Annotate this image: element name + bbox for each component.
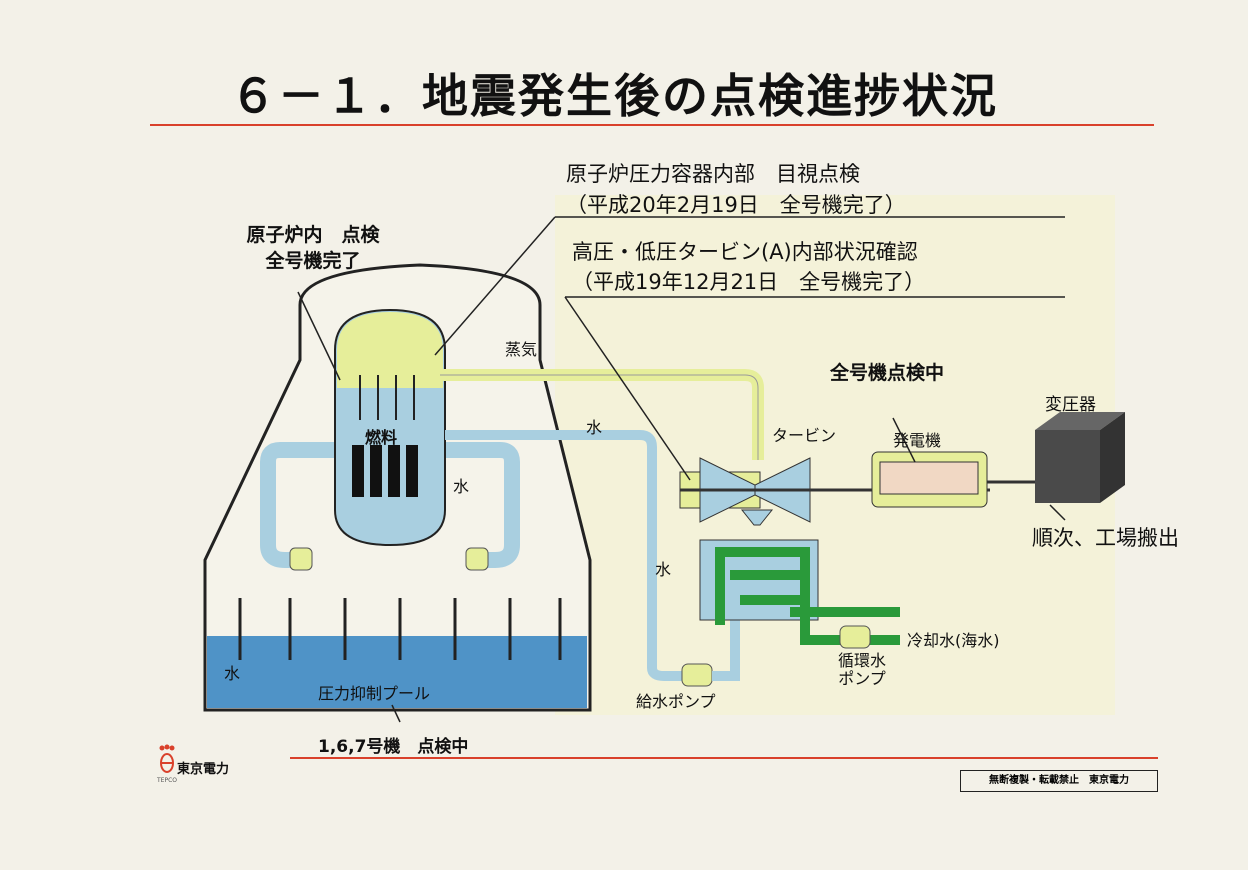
suppression-pool-water (207, 636, 587, 708)
circulating-water-pump (839, 625, 871, 649)
condenser-tubes (715, 547, 810, 625)
recirc-pump-left (289, 547, 313, 571)
feedwater-riser (712, 620, 740, 681)
recirc-loop-left (260, 442, 345, 568)
steam-separators (359, 375, 415, 420)
footer-underline (290, 757, 1158, 759)
company-logo: 東京電力 TEPCO (155, 744, 265, 784)
title-underline (150, 124, 1154, 126)
feedwater-pump-label: 給水ポンプ (636, 692, 716, 711)
recirc-pump-right (465, 547, 489, 571)
turbine-label: タービン (772, 426, 837, 445)
company-abbrev: TEPCO (157, 777, 177, 784)
transformer-front (1035, 430, 1100, 503)
suppression-pool-label: 圧力抑制プール (318, 684, 431, 703)
exhaust-hood (740, 509, 774, 526)
transformer-label: 変圧器 (1045, 395, 1096, 415)
circulating-pump-label: 循環水 ポンプ (838, 652, 886, 688)
circulating-pump-line1: 循環水 (838, 651, 887, 670)
rpv-inspection-title: 原子炉圧力容器内部 目視点検 (566, 162, 860, 186)
fuel-assemblies (352, 445, 418, 497)
page-title: ６－１．地震発生後の点検進捗状況 (230, 69, 998, 123)
callout-lines (297, 216, 1066, 723)
transformer-side (1100, 412, 1125, 503)
reactor-steam-dome (337, 312, 443, 388)
water-return-label: 水 (586, 418, 603, 437)
copyright-stamp: 無断複製・転載禁止 東京電力 (960, 770, 1158, 792)
turbine-inspection-date: （平成19年12月21日 全号機完了） (572, 270, 926, 294)
pool-water-label: 水 (224, 664, 241, 683)
reactor-water-label: 水 (453, 477, 470, 496)
reactor-inspection-callout: 原子炉内 点検 全号機完了 (228, 222, 398, 274)
downcomer-pipes (238, 598, 562, 660)
reactor-inspection-line1: 原子炉内 点検 (246, 224, 380, 246)
generator-status: 全号機点検中 (830, 362, 945, 384)
feedwater-line (445, 430, 690, 681)
recirc-loop-right (435, 442, 520, 568)
transformer-status: 順次、工場搬出 (1032, 526, 1179, 550)
transformer-top (1035, 412, 1125, 430)
pool-status: 1,6,7号機 点検中 (318, 737, 469, 757)
condenser-water-label: 水 (655, 560, 672, 579)
tepco-mark-icon (159, 744, 175, 773)
fuel-label: 燃料 (365, 428, 398, 447)
circulating-pump-line2: ポンプ (838, 669, 886, 688)
company-name: 東京電力 (177, 762, 230, 777)
turbine-inspection-title: 高圧・低圧タービン(A)内部状況確認 (572, 240, 918, 264)
generator-core (879, 461, 979, 495)
main-steam-line-edge (440, 374, 759, 460)
feedwater-pump (681, 663, 713, 687)
generator-label: 発電機 (893, 431, 942, 450)
cooling-water-label: 冷却水(海水) (907, 631, 1000, 650)
steam-label: 蒸気 (505, 340, 538, 359)
reactor-inspection-line2: 全号機完了 (265, 250, 361, 272)
rpv-inspection-date: （平成20年2月19日 全号機完了） (566, 193, 906, 217)
